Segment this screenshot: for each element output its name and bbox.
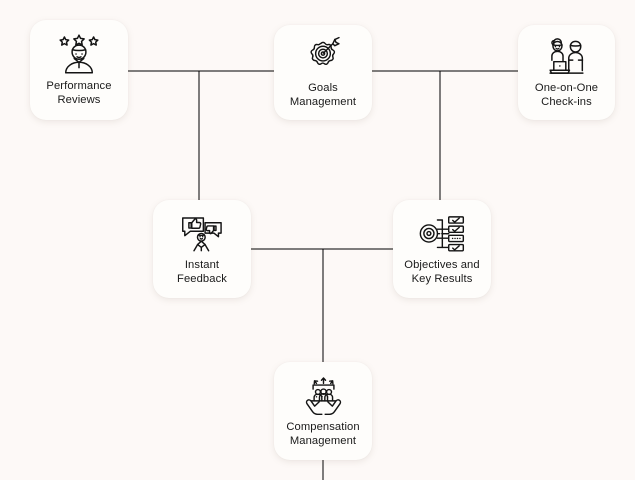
- node-label-performance-reviews: Performance Reviews: [46, 79, 112, 106]
- person-three-stars-icon: [56, 34, 102, 76]
- node-card-performance-reviews[interactable]: Performance Reviews: [30, 20, 128, 120]
- target-checklist-icon: [419, 213, 465, 255]
- node-label-compensation-management: Compensation Management: [286, 420, 360, 447]
- node-card-compensation-management[interactable]: Compensation Management: [274, 362, 372, 460]
- two-people-laptop-icon: [544, 36, 590, 78]
- node-card-instant-feedback[interactable]: Instant Feedback: [153, 200, 251, 298]
- thumbs-up-down-chat-icon: [179, 213, 225, 255]
- node-label-one-on-one-check-ins: One-on-One Check-ins: [534, 82, 599, 108]
- node-label-objectives-and-key-results: Objectives and Key Results: [404, 258, 480, 285]
- hands-people-arrows-icon: [300, 375, 346, 417]
- node-card-goals-management[interactable]: Goals Management: [274, 25, 372, 120]
- node-card-one-on-one-check-ins[interactable]: One-on-One Check-ins: [518, 25, 615, 120]
- node-label-instant-feedback: Instant Feedback: [177, 258, 227, 285]
- target-arrow-icon: [300, 36, 346, 78]
- node-card-objectives-and-key-results[interactable]: Objectives and Key Results: [393, 200, 491, 298]
- node-label-goals-management: Goals Management: [289, 82, 357, 108]
